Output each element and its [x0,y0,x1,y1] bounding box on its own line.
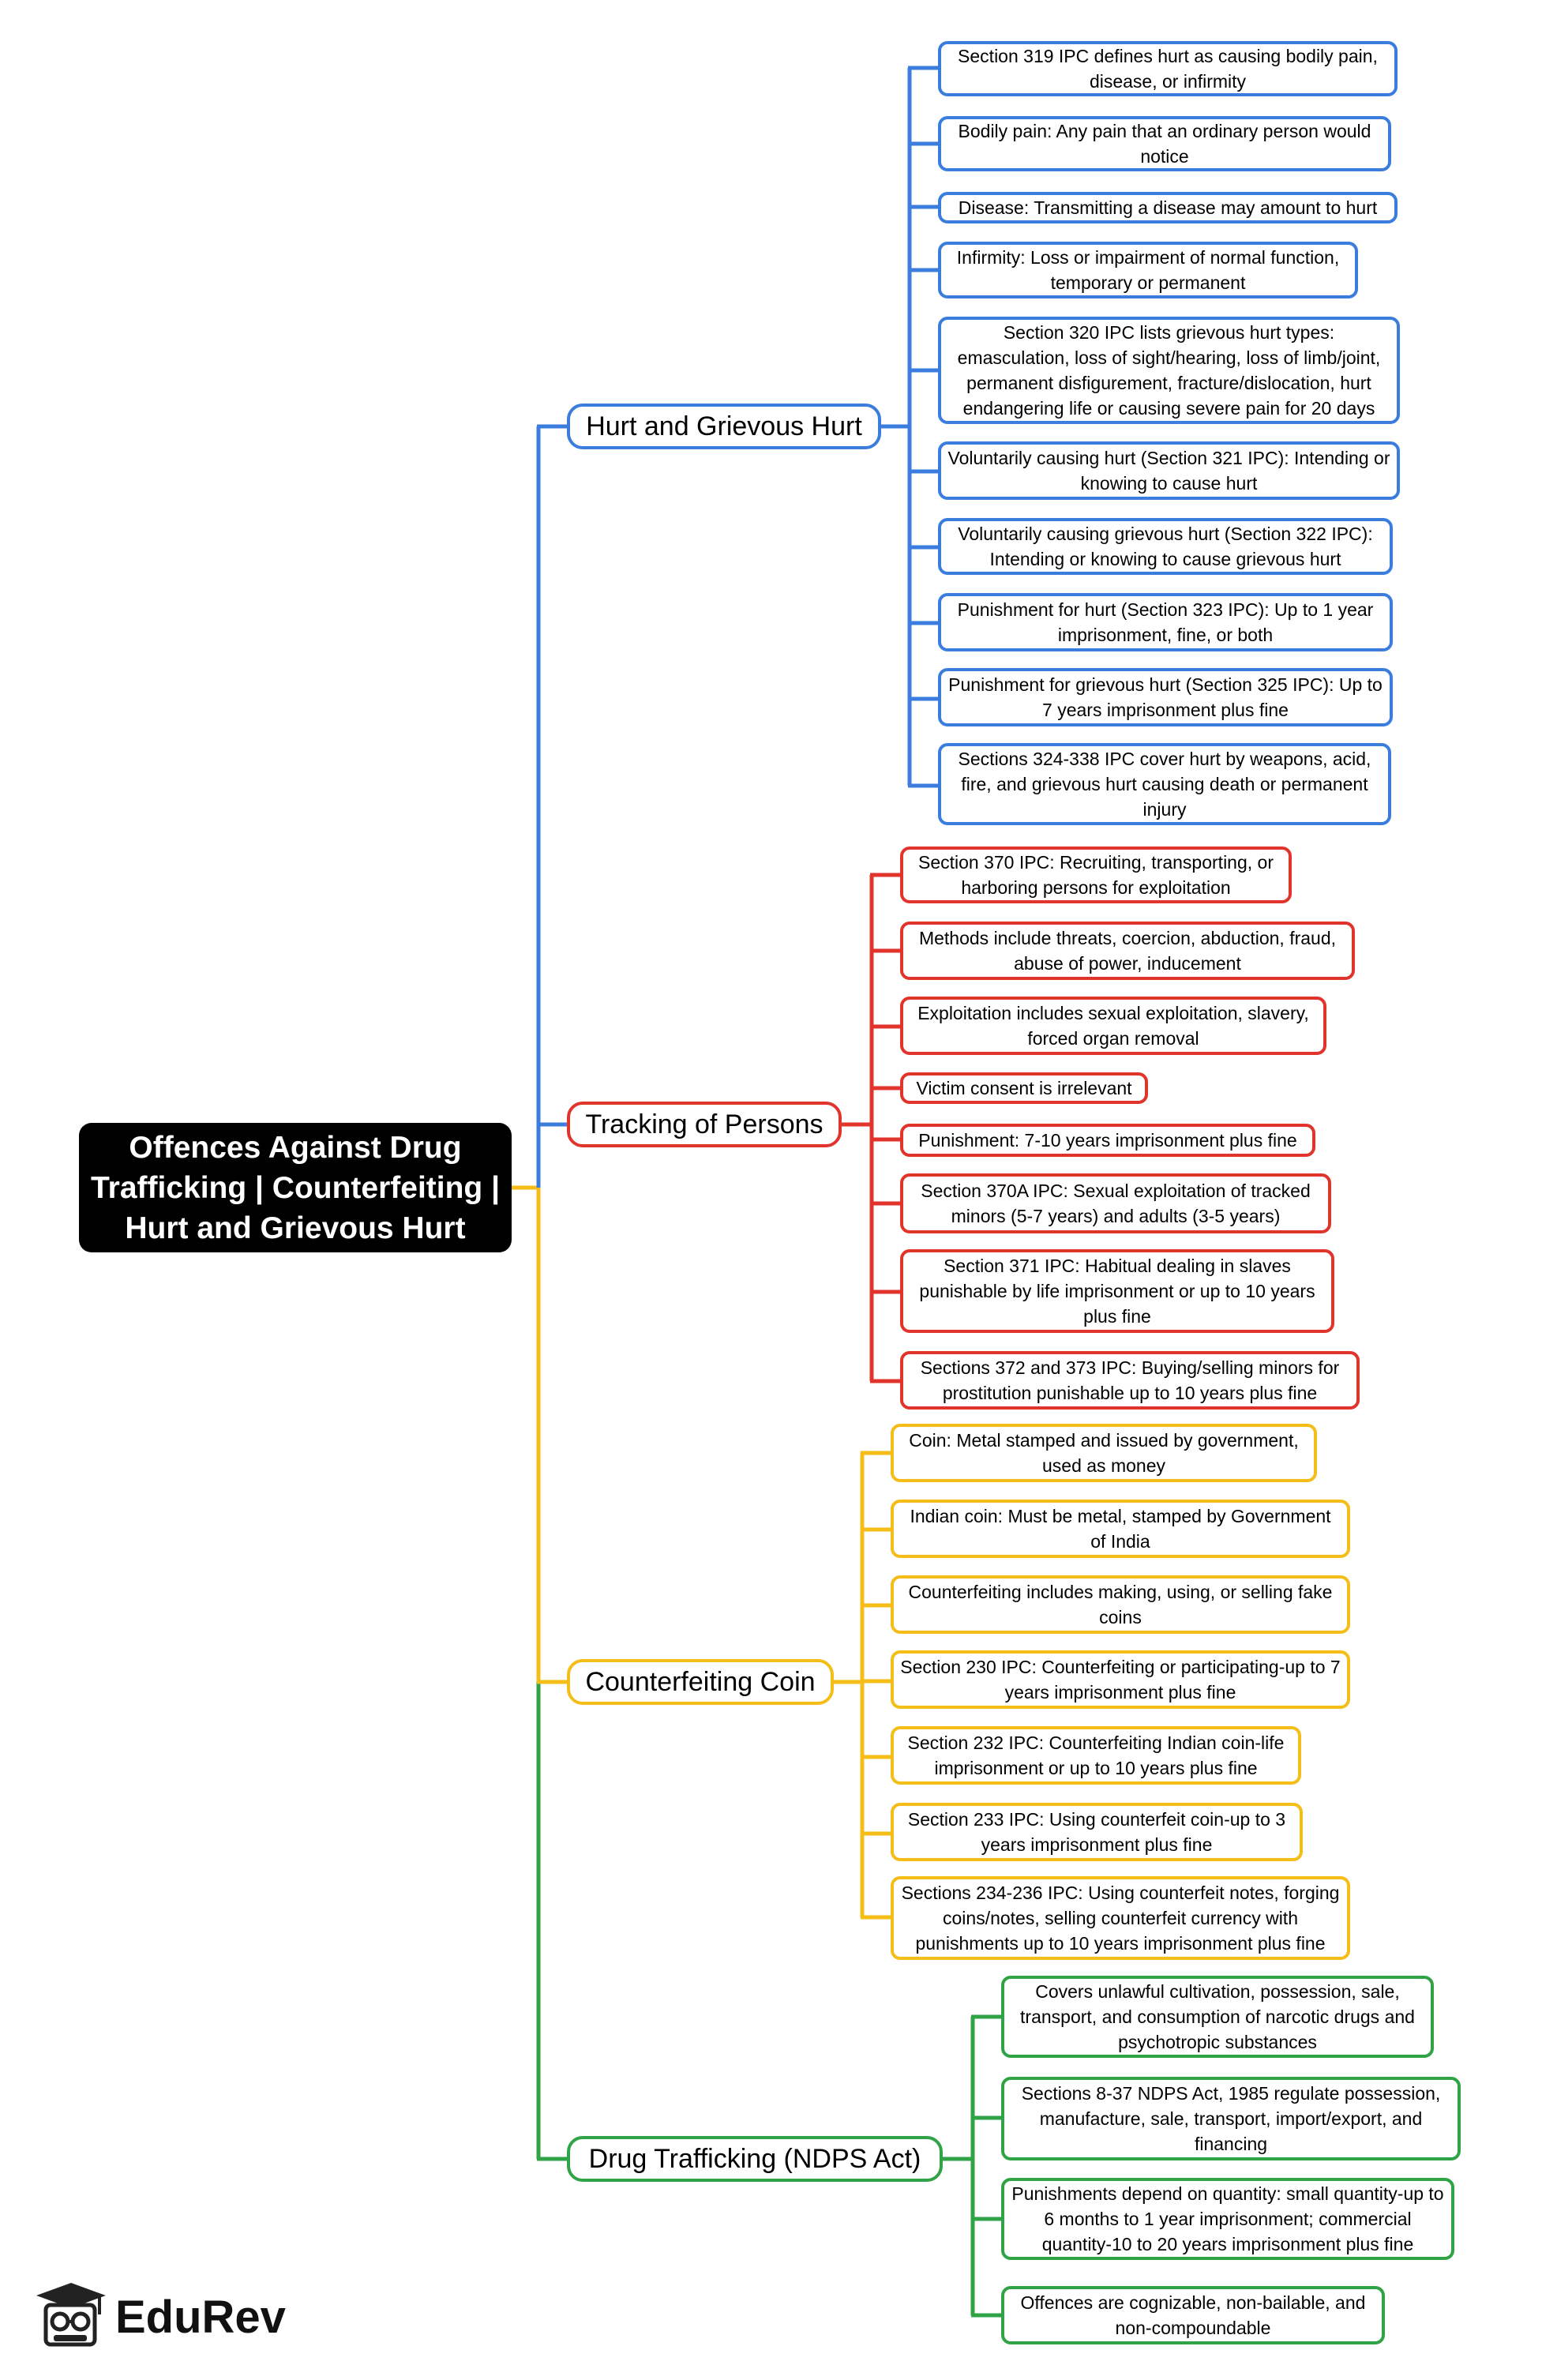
root-title-line-1: Offences Against Drug [129,1130,462,1165]
root-node: Offences Against Drug Trafficking | Coun… [79,1123,512,1252]
leaf-tracking-6: Section 370A IPC: Sexual exploitation of… [900,1173,1331,1233]
branch-label: Drug Trafficking (NDPS Act) [588,2143,921,2174]
leaf-hurt-10: Sections 324-338 IPC cover hurt by weapo… [938,743,1391,825]
leaf-tracking-5: Punishment: 7-10 years imprisonment plus… [900,1124,1315,1157]
leaf-tracking-3: Exploitation includes sexual exploitatio… [900,997,1326,1055]
leaf-hurt-5: Section 320 IPC lists grievous hurt type… [938,317,1400,424]
leaf-counterfeiting-5: Section 232 IPC: Counterfeiting Indian c… [891,1726,1301,1785]
leaf-hurt-7: Voluntarily causing grievous hurt (Secti… [938,518,1393,575]
leaf-counterfeiting-4: Section 230 IPC: Counterfeiting or parti… [891,1650,1350,1709]
branch-drug-trafficking: Drug Trafficking (NDPS Act) [567,2136,943,2182]
leaf-drug-1: Covers unlawful cultivation, possession,… [1001,1976,1434,2058]
leaf-tracking-7: Section 371 IPC: Habitual dealing in sla… [900,1249,1334,1333]
root-title-line-2: Trafficking | Counterfeiting | [90,1170,500,1205]
branch-label: Tracking of Persons [585,1109,824,1139]
leaf-hurt-3: Disease: Transmitting a disease may amou… [938,192,1398,223]
branch-counterfeiting-coin: Counterfeiting Coin [567,1659,834,1705]
branch-label: Hurt and Grievous Hurt [586,411,862,441]
branch-hurt-and-grievous-hurt: Hurt and Grievous Hurt [567,404,881,449]
logo-text: EduRev [115,2292,286,2343]
leaf-hurt-6: Voluntarily causing hurt (Section 321 IP… [938,441,1400,500]
leaf-drug-4: Offences are cognizable, non-bailable, a… [1001,2286,1385,2344]
leaf-drug-3: Punishments depend on quantity: small qu… [1001,2178,1454,2260]
root-title-line-3: Hurt and Grievous Hurt [125,1211,466,1245]
leaf-drug-2: Sections 8-37 NDPS Act, 1985 regulate po… [1001,2077,1461,2160]
leaf-hurt-4: Infirmity: Loss or impairment of normal … [938,242,1358,298]
leaf-counterfeiting-1: Coin: Metal stamped and issued by govern… [891,1424,1317,1482]
branch-tracking-of-persons: Tracking of Persons [567,1102,842,1147]
edurev-logo: EduRev [30,2278,291,2357]
leaf-counterfeiting-2: Indian coin: Must be metal, stamped by G… [891,1500,1350,1558]
leaf-tracking-1: Section 370 IPC: Recruiting, transportin… [900,847,1292,903]
branch-label: Counterfeiting Coin [585,1666,816,1697]
leaf-counterfeiting-6: Section 233 IPC: Using counterfeit coin-… [891,1803,1303,1861]
leaf-tracking-4: Victim consent is irrelevant [900,1072,1148,1104]
leaf-counterfeiting-7: Sections 234-236 IPC: Using counterfeit … [891,1876,1350,1960]
leaf-tracking-2: Methods include threats, coercion, abduc… [900,922,1355,980]
leaf-hurt-8: Punishment for hurt (Section 323 IPC): U… [938,593,1393,651]
leaf-hurt-2: Bodily pain: Any pain that an ordinary p… [938,116,1391,171]
leaf-hurt-9: Punishment for grievous hurt (Section 32… [938,668,1393,726]
leaf-hurt-1: Section 319 IPC defines hurt as causing … [938,41,1398,96]
leaf-counterfeiting-3: Counterfeiting includes making, using, o… [891,1575,1350,1634]
graduate-cap-icon [36,2283,106,2347]
leaf-tracking-8: Sections 372 and 373 IPC: Buying/selling… [900,1351,1360,1410]
